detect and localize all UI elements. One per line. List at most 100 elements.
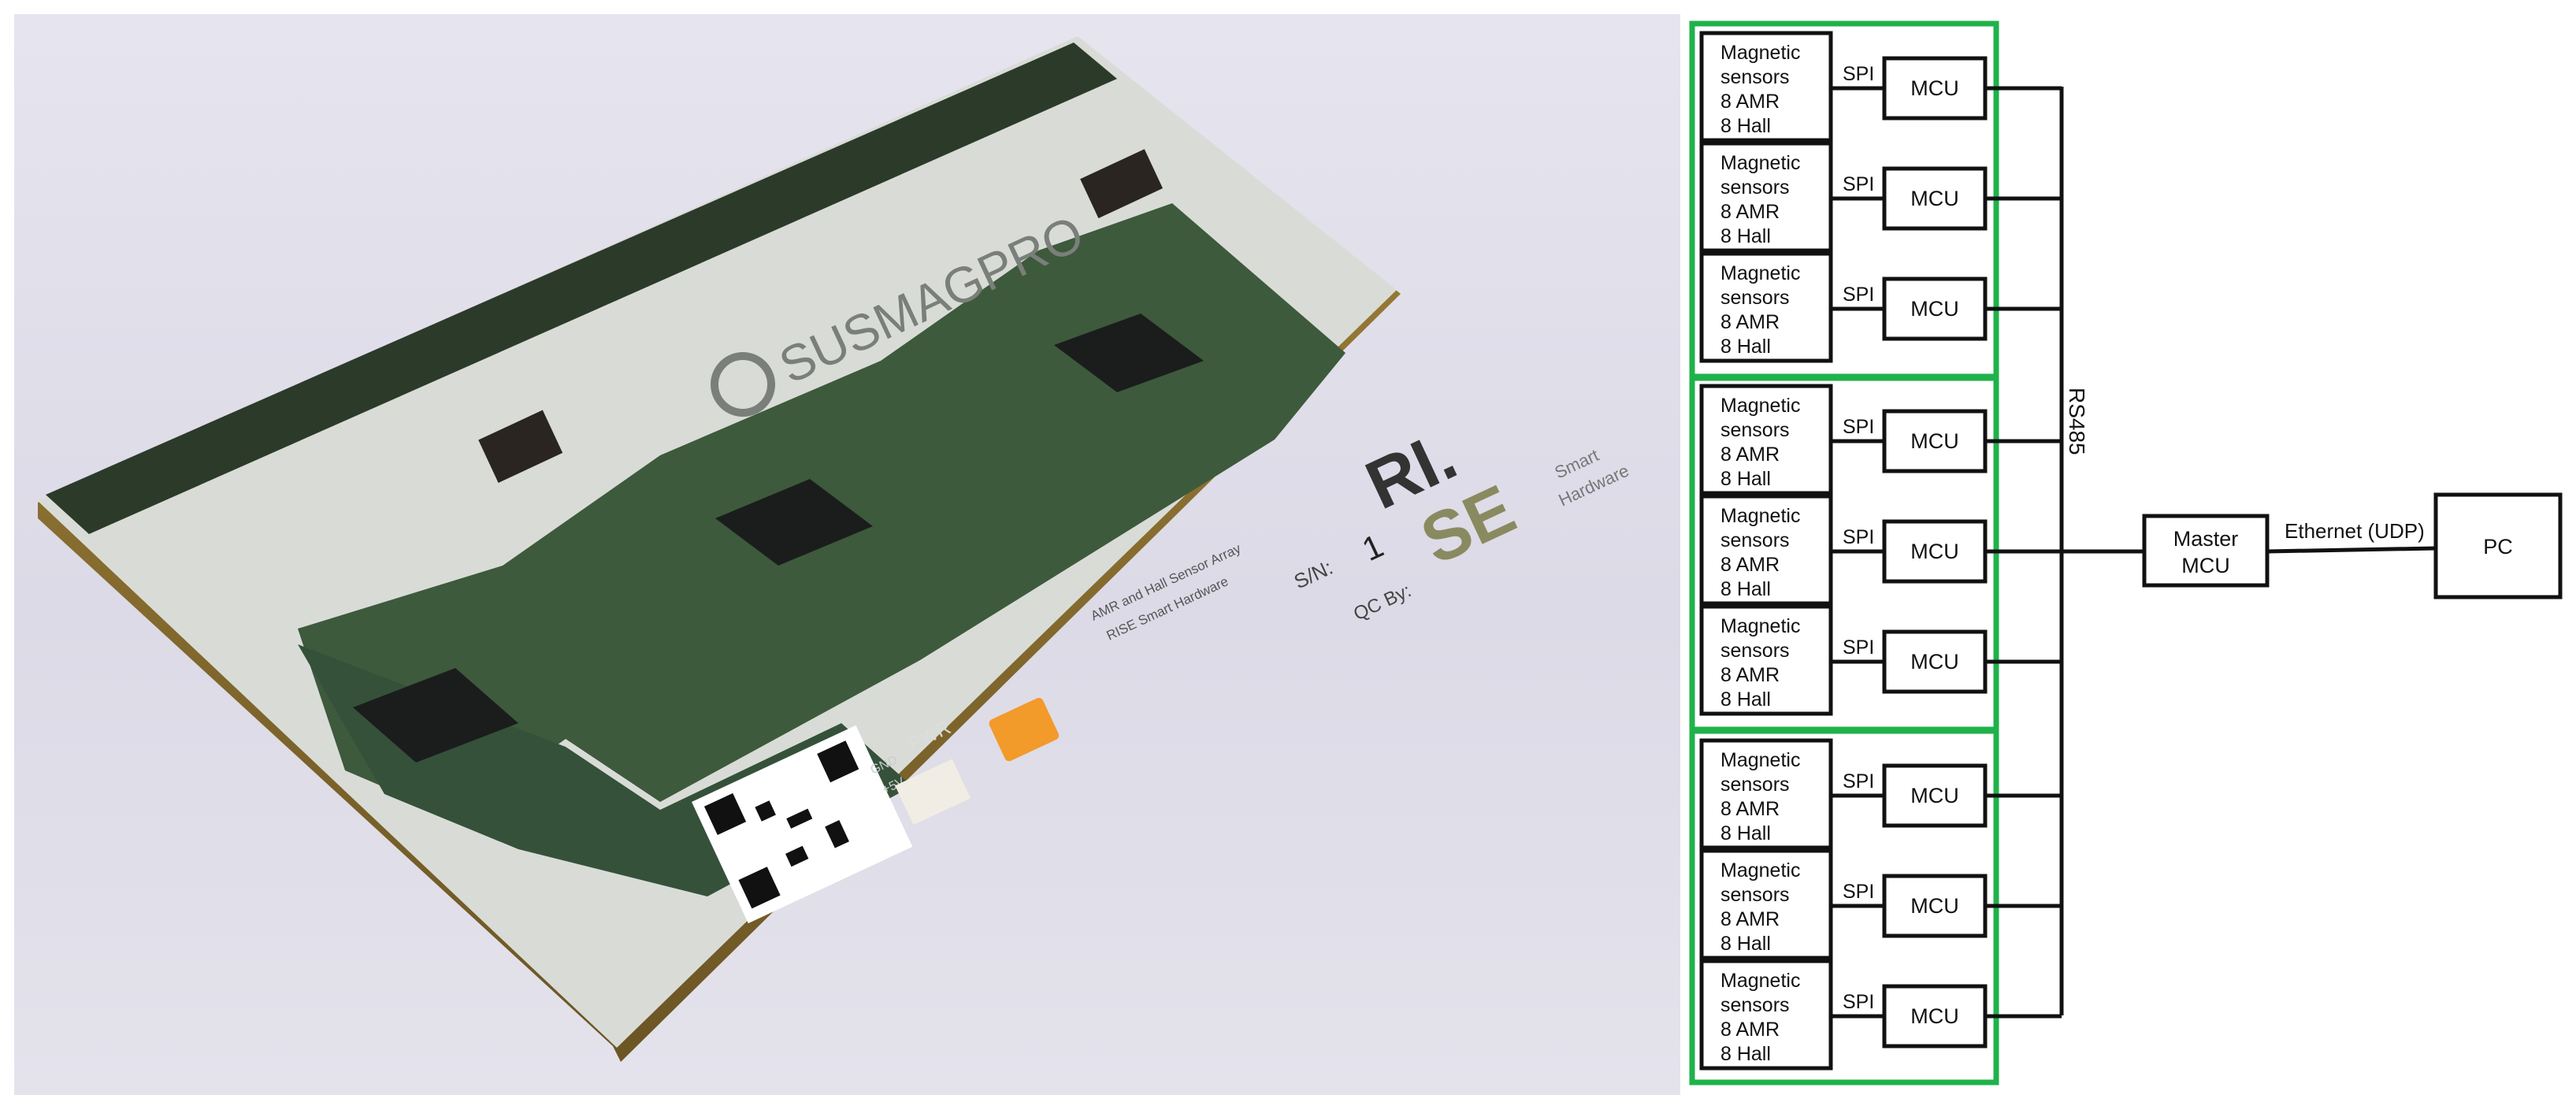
mcu-box (1882, 166, 1988, 231)
pcb-photo: SUSMAGPRO RI. SE Smart Hardware S/N: 1 Q… (14, 14, 1680, 1095)
rs485-label: RS485 (2065, 388, 2089, 455)
sensor-text-line: 8 AMR (1720, 201, 1780, 223)
mcu-chip-right (1054, 314, 1204, 392)
spi-label: SPI (1843, 63, 1874, 85)
mcu-label: MCU (1910, 76, 1959, 100)
spi-label: SPI (1843, 991, 1874, 1013)
board-brand-logo-icon (711, 352, 775, 417)
spi-label: SPI (1843, 173, 1874, 195)
pc-label: PC (2483, 535, 2513, 559)
sensor-text-line: sensors (1720, 66, 1790, 88)
mcu-label: MCU (1910, 297, 1959, 321)
sensor-text-line: Magnetic (1720, 970, 1800, 992)
connector-right (1080, 149, 1163, 219)
magnetic-sensor-box (1699, 384, 1833, 495)
mcu-label: MCU (1910, 540, 1959, 563)
mcu-label: MCU (1910, 187, 1959, 210)
magnetic-sensor-box (1699, 141, 1833, 253)
sensor-text-line: sensors (1720, 419, 1790, 441)
magnetic-sensor-box (1699, 251, 1833, 363)
sensor-text-line: 8 AMR (1720, 311, 1780, 333)
mcu-box (1882, 519, 1988, 584)
sensor-text-line: 8 AMR (1720, 1019, 1780, 1041)
mcu-box (1882, 984, 1988, 1048)
mcu-label: MCU (1910, 650, 1959, 674)
tantalum-capacitor (989, 697, 1060, 762)
sensor-text-line: Magnetic (1720, 859, 1800, 881)
sensor-text-line: Magnetic (1720, 262, 1800, 284)
sensor-text-line: 8 Hall (1720, 225, 1771, 247)
spi-label: SPI (1843, 284, 1874, 306)
sensor-text-line: sensors (1720, 994, 1790, 1016)
sensor-text-line: 8 Hall (1720, 578, 1771, 600)
spi-label: SPI (1843, 416, 1874, 438)
sensor-text-line: sensors (1720, 884, 1790, 906)
mcu-chip-center (715, 479, 873, 566)
pcb-illustration: SUSMAGPRO RI. SE Smart Hardware S/N: 1 Q… (38, 36, 1632, 1062)
sensor-text-line: 8 Hall (1720, 468, 1771, 490)
sensor-text-line: 8 Hall (1720, 336, 1771, 358)
sensor-text-line: 8 Hall (1720, 688, 1771, 711)
sensor-text-line: Magnetic (1720, 505, 1800, 527)
mcu-label: MCU (1910, 429, 1959, 453)
sensor-text-line: Magnetic (1720, 152, 1800, 174)
mcu-box (1882, 56, 1988, 121)
ethernet-label: Ethernet (UDP) (2285, 519, 2425, 543)
mcu-box (1882, 276, 1988, 341)
mcu-box (1882, 763, 1988, 828)
qr-code (692, 725, 913, 924)
sensor-text-line: 8 Hall (1720, 1043, 1771, 1065)
magnetic-sensor-box (1699, 959, 1833, 1071)
mcu-label: MCU (1910, 784, 1959, 807)
mcu-box (1882, 629, 1988, 694)
sensor-text-line: sensors (1720, 287, 1790, 309)
sensor-text-line: sensors (1720, 176, 1790, 199)
sensor-text-line: 8 AMR (1720, 91, 1780, 113)
mcu-box (1882, 874, 1988, 938)
power-connector (895, 759, 971, 826)
mcu-label: MCU (1910, 894, 1959, 918)
pc-box (2433, 492, 2563, 599)
connector-left (478, 410, 563, 483)
mcu-chip-left (353, 668, 518, 763)
sensor-text-line: Magnetic (1720, 395, 1800, 417)
sensor-text-line: 8 AMR (1720, 908, 1780, 930)
spi-label: SPI (1843, 637, 1874, 659)
mcu-label: MCU (1910, 1004, 1959, 1028)
sensor-text-line: Magnetic (1720, 42, 1800, 64)
sensor-text-line: 8 AMR (1720, 554, 1780, 576)
sensor-text-line: 8 Hall (1720, 822, 1771, 844)
magnetic-sensor-box (1699, 494, 1833, 606)
sensor-text-line: 8 AMR (1720, 444, 1780, 466)
master-mcu-label-line2: MCU (2181, 554, 2230, 577)
master-mcu-label-line1: Master (2173, 527, 2239, 551)
sensor-text-line: Magnetic (1720, 615, 1800, 637)
sensor-text-line: 8 AMR (1720, 798, 1780, 820)
sensor-text-line: sensors (1720, 774, 1790, 796)
magnetic-sensor-box (1699, 738, 1833, 850)
sensor-text-line: sensors (1720, 529, 1790, 551)
sensor-text-line: 8 AMR (1720, 664, 1780, 686)
spi-label: SPI (1843, 770, 1874, 792)
magnetic-sensor-box (1699, 604, 1833, 716)
pcb-pad-strip (46, 43, 1117, 534)
sensor-text-line: 8 Hall (1720, 115, 1771, 137)
magnetic-sensor-box (1699, 848, 1833, 960)
spi-label: SPI (1843, 526, 1874, 548)
mcu-box (1882, 409, 1988, 473)
sensor-text-line: Magnetic (1720, 749, 1800, 771)
sensor-text-line: sensors (1720, 640, 1790, 662)
sensor-text-line: 8 Hall (1720, 933, 1771, 955)
spi-label: SPI (1843, 881, 1874, 903)
